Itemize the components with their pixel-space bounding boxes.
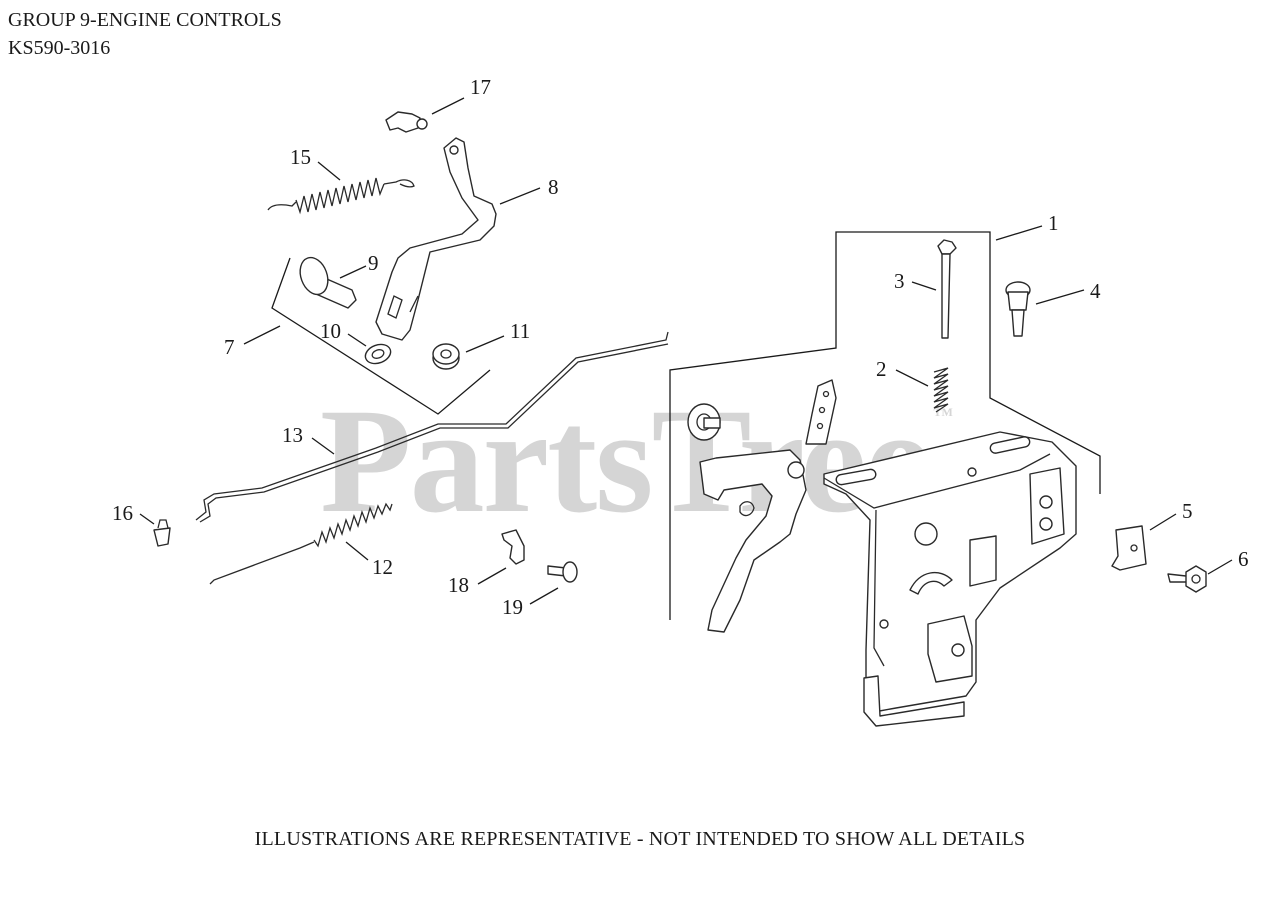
leader-lines <box>139 97 1233 605</box>
callout-5[interactable]: 5 <box>1182 499 1193 523</box>
callout-2[interactable]: 2 <box>876 357 887 381</box>
callout-19[interactable]: 19 <box>502 595 523 619</box>
callout-17[interactable]: 17 <box>470 75 491 99</box>
part-6-flange-bolt[interactable] <box>1167 565 1207 593</box>
part-8-lever[interactable] <box>375 137 497 341</box>
part-4-shoulder-screw[interactable] <box>1005 281 1031 337</box>
callout-18[interactable]: 18 <box>448 573 469 597</box>
part-13-rod[interactable] <box>195 331 669 523</box>
part-12-spring[interactable] <box>209 502 393 585</box>
callout-16[interactable]: 16 <box>112 501 133 525</box>
group-title: GROUP 9-ENGINE CONTROLS <box>8 9 282 31</box>
part-3-bolt[interactable] <box>937 239 957 339</box>
part-9-pin[interactable] <box>295 254 357 309</box>
part-15-spring[interactable] <box>267 177 415 215</box>
part-11-bushing[interactable] <box>432 343 460 370</box>
callout-8[interactable]: 8 <box>548 175 559 199</box>
control-lever[interactable] <box>687 379 837 633</box>
part-2-spring[interactable] <box>933 367 949 413</box>
part-1-assembly-outline <box>669 231 1101 620</box>
part-5-clip[interactable] <box>1111 525 1147 571</box>
part-16-clip[interactable] <box>153 519 171 547</box>
part-7-group-bracket <box>271 257 491 415</box>
callout-numbers: 17 15 8 9 7 10 11 13 16 12 18 19 1 3 4 2… <box>112 75 1249 619</box>
callout-10[interactable]: 10 <box>320 319 341 343</box>
callout-4[interactable]: 4 <box>1090 279 1101 303</box>
watermark-trademark: TM <box>933 405 953 419</box>
callout-6[interactable]: 6 <box>1238 547 1249 571</box>
callout-15[interactable]: 15 <box>290 145 311 169</box>
part-1-control-bracket[interactable] <box>823 431 1077 727</box>
part-19-screw[interactable] <box>547 561 578 583</box>
footer-disclaimer: ILLUSTRATIONS ARE REPRESENTATIVE - NOT I… <box>254 828 1026 850</box>
callout-7[interactable]: 7 <box>224 335 235 359</box>
callout-1[interactable]: 1 <box>1048 211 1059 235</box>
part-10-star-washer[interactable] <box>363 341 394 367</box>
callout-12[interactable]: 12 <box>372 555 393 579</box>
callout-11[interactable]: 11 <box>510 319 530 343</box>
part-18-clip[interactable] <box>501 529 525 565</box>
callout-13[interactable]: 13 <box>282 423 303 447</box>
callout-3[interactable]: 3 <box>894 269 905 293</box>
diagram-header: GROUP 9-ENGINE CONTROLS KS590-3016 <box>8 6 282 62</box>
part-17-clip[interactable] <box>385 111 428 133</box>
callout-9[interactable]: 9 <box>368 251 379 275</box>
model-number: KS590-3016 <box>8 37 111 59</box>
